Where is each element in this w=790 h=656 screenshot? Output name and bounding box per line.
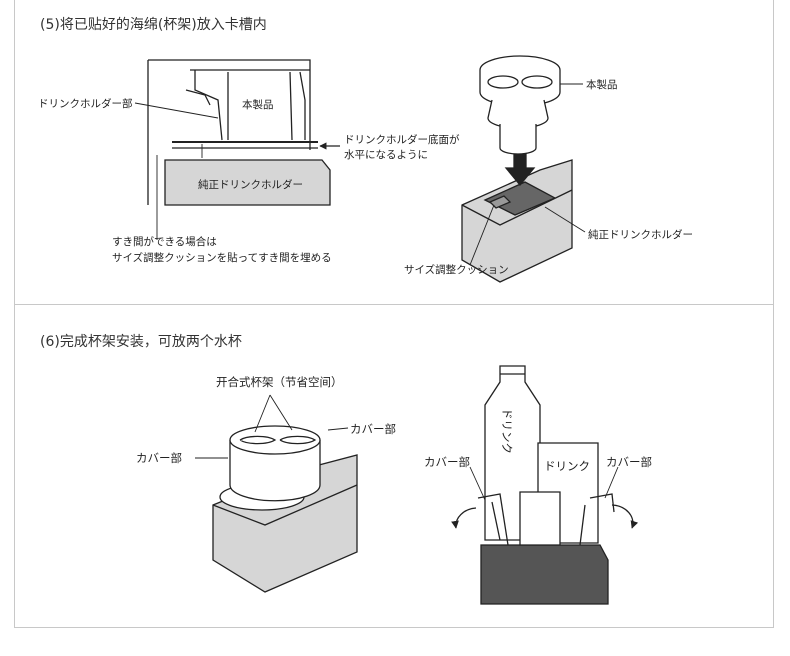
product-label-right: 本製品 <box>586 78 618 91</box>
cushion-label: サイズ調整クッション <box>404 263 509 276</box>
cover-left-label-right: カバー部 <box>424 455 470 469</box>
can-text: ドリンク <box>544 459 590 473</box>
section-diagram <box>134 59 340 240</box>
step5-title: (5)将已贴好的海绵(杯架)放入卡槽内 <box>40 17 267 33</box>
step6-title: (6)完成杯架安装，可放两个水杯 <box>40 334 242 350</box>
gap-note-1: すき間ができる場合は <box>112 235 217 248</box>
cover-right-label: カバー部 <box>350 422 396 436</box>
step6-panel <box>14 304 774 628</box>
cover-left-label: カバー部 <box>136 451 182 465</box>
gap-note-2: サイズ調整クッションを貼ってすき間を埋める <box>112 251 332 264</box>
bottle-can-diagram <box>451 365 639 605</box>
insertion-diagram <box>461 55 586 283</box>
oem-holder-label: 純正ドリンクホルダー <box>198 178 303 191</box>
holder-part-label: ドリンクホルダー部 <box>38 97 133 110</box>
foldable-holder <box>195 394 358 593</box>
cover-right-label-right: カバー部 <box>606 455 652 469</box>
product-label: 本製品 <box>242 98 274 111</box>
foldable-label: 开合式杯架（节省空间） <box>216 375 343 389</box>
oem-holder-label-right: 純正ドリンクホルダー <box>588 228 693 241</box>
bottom-note-1: ドリンクホルダー底面が <box>344 133 460 146</box>
bottle-text: ドリンク <box>500 408 514 454</box>
bottom-note-2: 水平になるように <box>344 149 428 161</box>
